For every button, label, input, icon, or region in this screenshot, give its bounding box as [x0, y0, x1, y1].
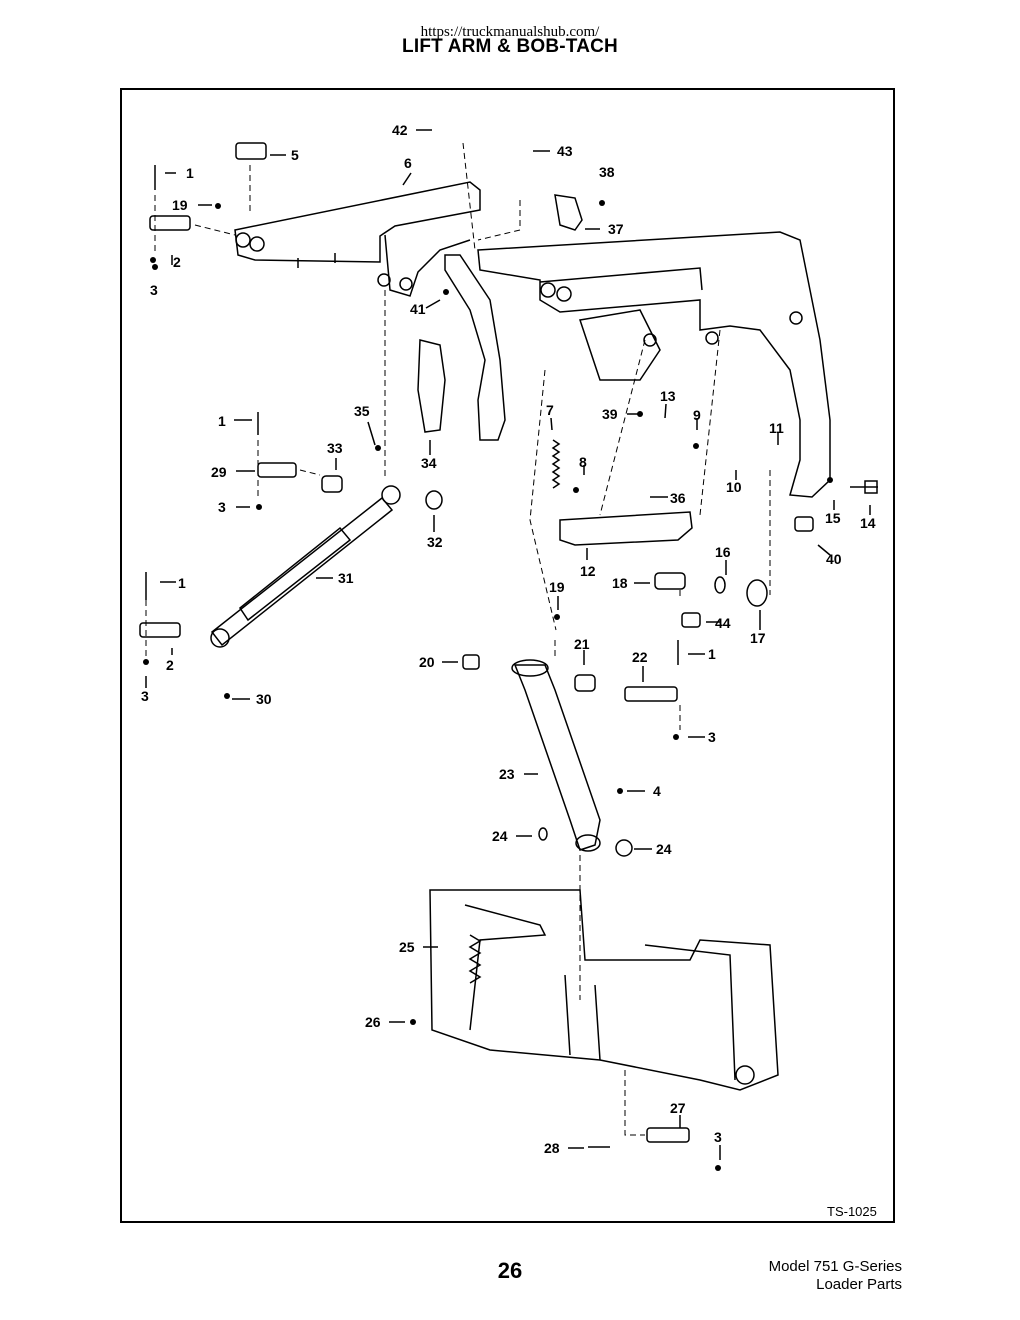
page-title: LIFT ARM & BOB-TACH: [402, 36, 618, 57]
callout-1c: 1: [178, 575, 186, 591]
callout-36: 36: [670, 490, 686, 506]
bushing-44: [681, 612, 701, 628]
callout-28: 28: [544, 1140, 560, 1156]
callout-19b: 19: [549, 579, 565, 595]
callout-39: 39: [602, 406, 618, 422]
callout-13: 13: [660, 388, 676, 404]
bolts: [145, 165, 878, 665]
callout-30: 30: [256, 691, 272, 707]
ring-24-left: [538, 827, 548, 841]
shield-34: [417, 339, 446, 433]
callout-10: 10: [726, 479, 742, 495]
callout-29: 29: [211, 464, 227, 480]
page-number: 26: [497, 1258, 523, 1283]
washer-16: [714, 576, 726, 594]
callout-3e: 3: [714, 1129, 722, 1145]
callout-3d: 3: [708, 729, 716, 745]
right-lift-arm: [444, 231, 831, 498]
callout-19: 19: [172, 197, 188, 213]
callout-5: 5: [291, 147, 299, 163]
callout-3c: 3: [141, 688, 149, 704]
callout-18: 18: [612, 575, 628, 591]
callout-42: 42: [392, 122, 408, 138]
bushing-33: [321, 475, 343, 493]
callout-14: 14: [860, 515, 876, 531]
callout-numbers: 42 43 5 1 6 38 19 37 2 3 41 35 7 13 1 39…: [141, 122, 876, 1156]
pin-22: [624, 686, 678, 702]
callout-2: 2: [173, 254, 181, 270]
callout-37: 37: [608, 221, 624, 237]
bushing-32: [425, 490, 443, 510]
callout-20: 20: [419, 654, 435, 670]
callout-21: 21: [574, 636, 590, 652]
callout-32: 32: [427, 534, 443, 550]
bob-tach-25: [429, 889, 779, 1091]
pin-5: [235, 142, 267, 160]
callout-1b: 1: [218, 413, 226, 429]
callout-34: 34: [421, 455, 437, 471]
callout-3b: 3: [218, 499, 226, 515]
alignment-lines: [145, 142, 771, 1136]
pin-2: [149, 215, 191, 231]
callout-43: 43: [557, 143, 573, 159]
callout-33: 33: [327, 440, 343, 456]
bracket-37: [554, 194, 583, 231]
callout-16: 16: [715, 544, 731, 560]
source-url: https://truckmanualshub.com/: [420, 24, 600, 40]
figure-frame: [120, 88, 895, 1223]
model-footer: Model 751 G-Series Loader Parts: [769, 1258, 902, 1294]
lever-12: [559, 511, 693, 546]
pin-29: [257, 462, 297, 478]
hub-17: [746, 579, 768, 607]
figure-code: TS-1025: [827, 1204, 877, 1219]
callout-4: 4: [653, 783, 661, 799]
callout-6: 6: [404, 155, 412, 171]
callout-26: 26: [365, 1014, 381, 1030]
callout-8: 8: [579, 454, 587, 470]
callout-25: 25: [399, 939, 415, 955]
callout-15: 15: [825, 510, 841, 526]
callout-7: 7: [546, 402, 554, 418]
model-line-1: Model 751 G-Series: [768, 1258, 902, 1275]
callout-24: 24: [492, 828, 508, 844]
pin-27: [646, 1127, 690, 1143]
model-line-2: Loader Parts: [816, 1276, 902, 1293]
callout-1: 1: [186, 165, 194, 181]
callout-22: 22: [632, 649, 648, 665]
callout-23: 23: [499, 766, 515, 782]
spring-7: [551, 439, 561, 489]
callout-31: 31: [338, 570, 354, 586]
callout-12: 12: [580, 563, 596, 579]
ring-24-right: [615, 839, 633, 857]
callout-35: 35: [354, 403, 370, 419]
hardware-dots: [143, 200, 833, 1171]
callout-40: 40: [826, 551, 842, 567]
callout-44: 44: [715, 615, 731, 631]
callout-27: 27: [670, 1100, 686, 1116]
left-lift-arm: [234, 181, 481, 297]
callout-2b: 2: [166, 657, 174, 673]
callout-24b: 24: [656, 841, 672, 857]
bushing-40: [794, 516, 814, 532]
callout-9: 9: [693, 407, 701, 423]
callout-17: 17: [750, 630, 766, 646]
callout-11: 11: [769, 420, 784, 436]
bushing-18: [654, 572, 686, 590]
lift-cylinder-31: [210, 485, 401, 648]
bushing-21: [574, 674, 596, 692]
callout-38: 38: [599, 164, 615, 180]
callout-3: 3: [150, 282, 158, 298]
bushing-20: [462, 654, 480, 670]
tilt-cylinder-23: [511, 659, 601, 852]
callout-1d: 1: [708, 646, 716, 662]
callout-41: 41: [410, 301, 426, 317]
pin-2-lower: [139, 622, 181, 638]
